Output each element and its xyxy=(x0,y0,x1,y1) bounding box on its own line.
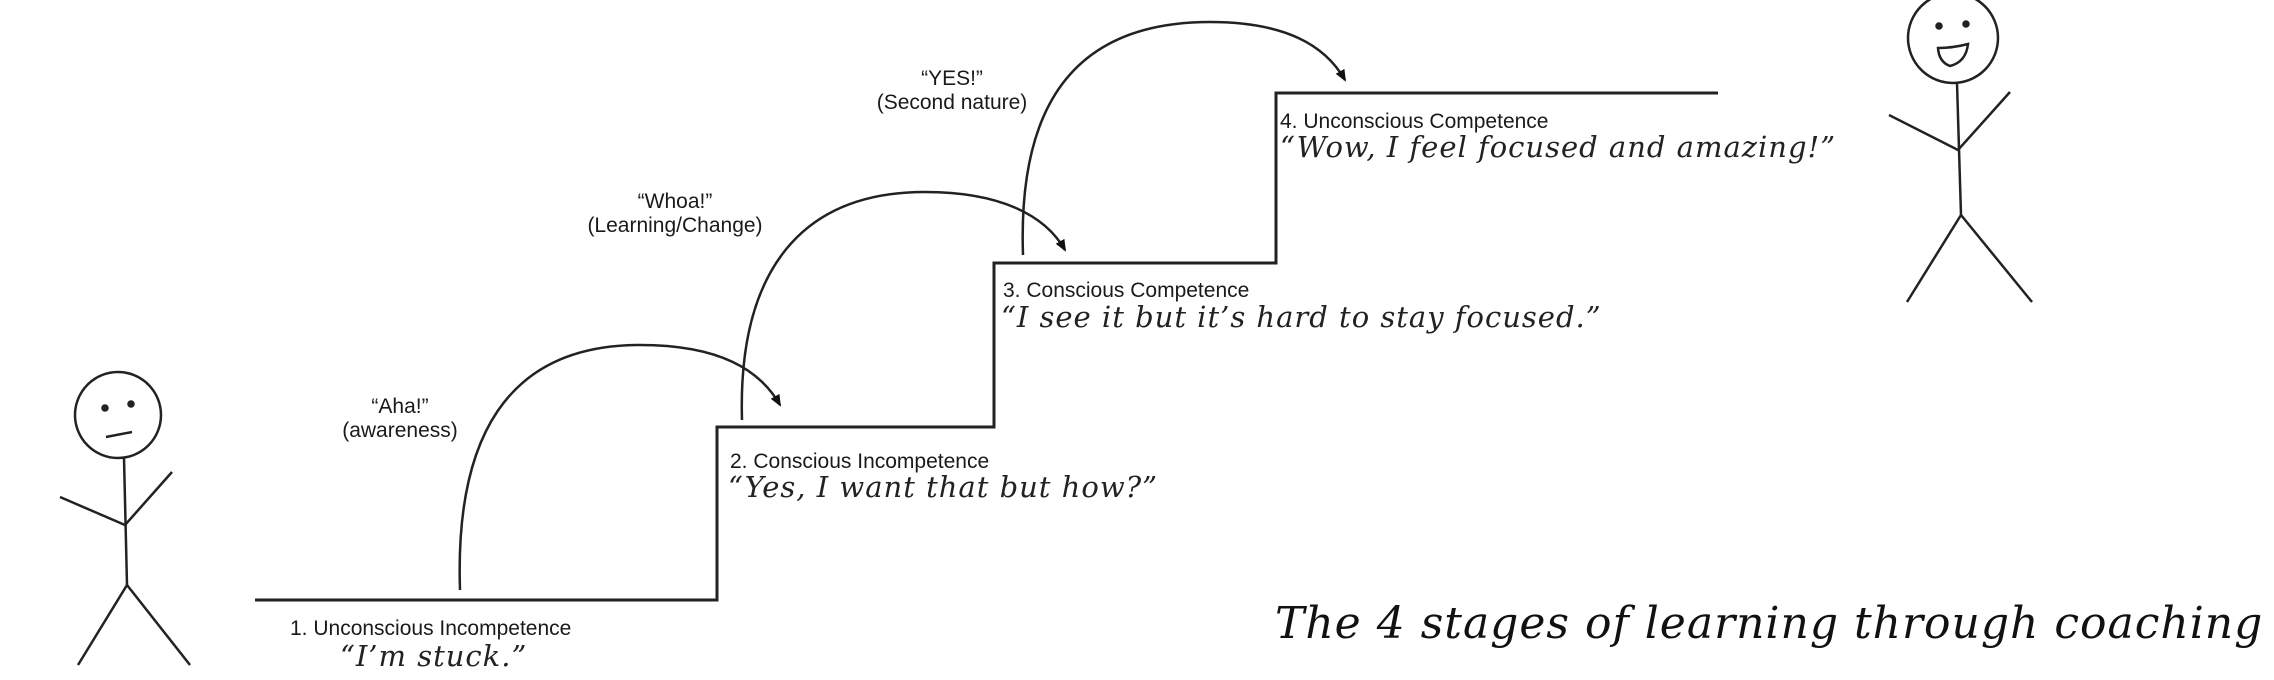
arrow-aha xyxy=(458,343,782,591)
left-eye xyxy=(101,404,109,412)
stage-1-label: 1. Unconscious Incompetence xyxy=(290,617,572,640)
right-eye xyxy=(1962,20,1970,28)
transition-whoa-note: (Learning/Change) xyxy=(587,214,763,238)
transition-whoa: “Whoa!” (Learning/Change) xyxy=(565,190,785,238)
right-leg xyxy=(126,584,191,666)
left-eye xyxy=(1935,22,1943,30)
stage-4-label: 4. Unconscious Competence xyxy=(1280,110,1549,133)
flat-mouth xyxy=(105,430,133,439)
arms xyxy=(59,471,173,527)
stage-3-label: 3. Conscious Competence xyxy=(1003,279,1250,302)
diagram-title: The 4 stages of learning through coachin… xyxy=(1275,598,2264,649)
stage-3-quote: “I see it but it’s hard to stay focused.… xyxy=(1001,300,1602,334)
transition-aha: “Aha!” (awareness) xyxy=(330,395,470,443)
stage-2-label: 2. Conscious Incompetence xyxy=(730,450,990,473)
left-leg xyxy=(1905,214,1963,303)
confused-stick-figure xyxy=(59,370,191,666)
transition-whoa-exclaim: “Whoa!” xyxy=(637,190,713,213)
transition-aha-exclaim: “Aha!” xyxy=(371,395,429,418)
smile xyxy=(1936,42,1970,68)
happy-stick-figure xyxy=(1888,0,2033,303)
stage-1-quote: “I’m stuck.” xyxy=(340,639,528,673)
arrow-yes xyxy=(1021,20,1347,256)
transition-yes: “YES!” (Second nature) xyxy=(852,67,1052,115)
staircase xyxy=(255,91,1718,602)
arrow-whoa xyxy=(740,190,1067,421)
stage-4-quote: “Wow, I feel focused and amazing!” xyxy=(1280,130,1837,164)
stage-2-quote: “Yes, I want that but how?” xyxy=(728,470,1159,504)
arms xyxy=(1888,91,2011,152)
body xyxy=(122,457,129,586)
transition-yes-note: (Second nature) xyxy=(876,91,1028,115)
right-leg xyxy=(1960,214,2033,303)
right-eye xyxy=(127,400,135,408)
transition-yes-exclaim: “YES!” xyxy=(921,67,983,90)
left-leg xyxy=(76,584,129,666)
transition-aha-note: (awareness) xyxy=(342,419,458,443)
